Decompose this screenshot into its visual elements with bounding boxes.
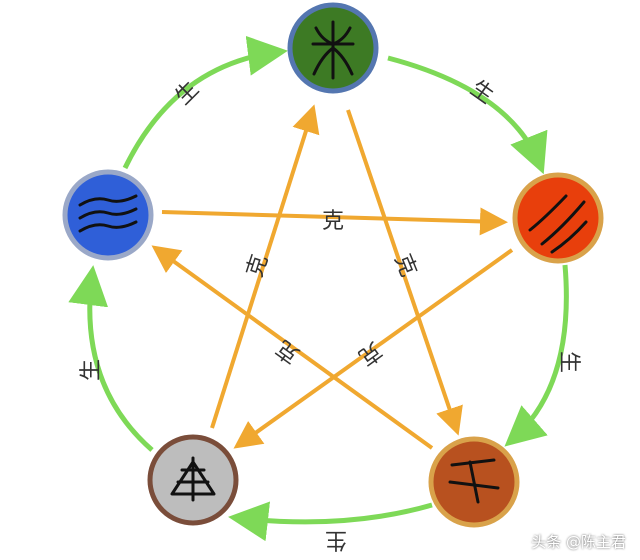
metal-seal-glyph	[170, 456, 216, 502]
overcome-arrow-earth-water	[151, 245, 434, 450]
generate-arrow-wood-fire	[387, 55, 548, 175]
generate-arrow-water-wood	[122, 35, 288, 170]
generate-label-4: 生	[325, 527, 347, 552]
wood-seal-glyph	[311, 20, 355, 80]
generate-arrow-metal-water	[68, 265, 154, 452]
element-node-earth	[428, 436, 520, 528]
overcome-arrow-metal-wood	[210, 104, 320, 429]
generate-arrow-earth-metal	[228, 501, 433, 542]
fire-seal-glyph	[528, 194, 588, 254]
element-node-water	[62, 169, 154, 261]
overcome-label-2: 克	[389, 251, 420, 281]
water-circle	[62, 169, 154, 261]
overcome-arrow-fire-metal	[233, 248, 514, 449]
overcome-arrow-water-fire	[161, 207, 508, 236]
generate-arrow-fire-earth	[504, 264, 569, 447]
generate-label-3: 生	[556, 351, 581, 373]
overcome-label-1: 克	[322, 209, 344, 234]
overcome-arrow-wood-earth	[346, 109, 463, 436]
element-node-wood	[287, 2, 379, 94]
overcome-label-4: 克	[272, 335, 305, 368]
earth-seal-glyph	[448, 458, 500, 504]
generating-cycle	[68, 35, 569, 542]
element-node-fire	[512, 172, 604, 264]
overcoming-star	[151, 104, 514, 450]
element-node-metal	[147, 434, 239, 526]
generate-label-5: 生	[79, 359, 104, 381]
watermark: 头条 @陈主君	[531, 533, 626, 551]
water-seal-glyph	[78, 194, 138, 233]
fire-circle	[512, 172, 604, 264]
